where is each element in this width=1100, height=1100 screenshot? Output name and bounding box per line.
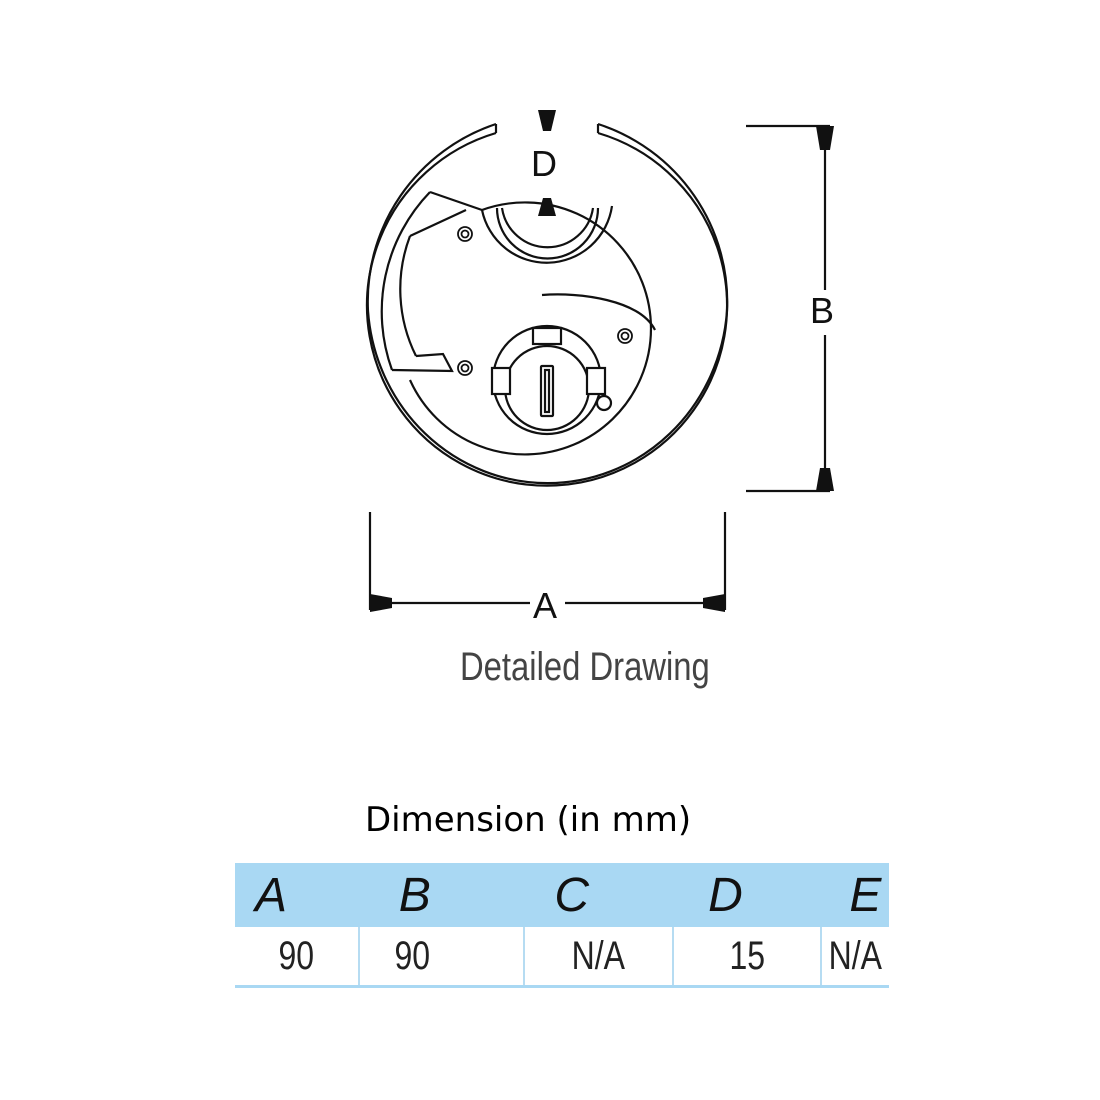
table-row: 90 90 N/A 15 N/A bbox=[235, 927, 889, 988]
header-d: D bbox=[673, 863, 822, 927]
value-d: 15 bbox=[672, 927, 822, 988]
value-c-text: N/A bbox=[572, 933, 626, 978]
outer-body bbox=[365, 122, 729, 487]
header-c: C bbox=[524, 863, 674, 927]
dimension-d bbox=[538, 110, 556, 216]
value-b-text: 90 bbox=[394, 933, 430, 978]
table-header-row: A B C D E bbox=[235, 863, 889, 927]
value-e: N/A bbox=[820, 927, 889, 988]
value-a: 90 bbox=[235, 927, 359, 988]
header-b: B bbox=[358, 863, 525, 927]
drawing-caption: Detailed Drawing bbox=[460, 645, 710, 689]
shackle bbox=[480, 205, 656, 331]
value-e-text: N/A bbox=[828, 933, 883, 978]
dimension-label-d: D bbox=[531, 143, 557, 184]
dimension-b bbox=[746, 124, 834, 493]
value-d-text: 15 bbox=[729, 933, 766, 978]
header-e: E bbox=[821, 863, 889, 927]
dimension-label-a: A bbox=[533, 585, 558, 626]
inner-plate bbox=[380, 190, 653, 456]
screws bbox=[457, 226, 633, 376]
lock-technical-drawing bbox=[365, 110, 834, 612]
value-c: N/A bbox=[523, 927, 674, 988]
dimension-label-b: B bbox=[810, 290, 835, 331]
value-a-text: 90 bbox=[278, 933, 315, 978]
header-a: A bbox=[235, 863, 359, 927]
value-b: 90 bbox=[357, 927, 525, 988]
dimension-table: A B C D E 90 90 N/A 15 N/A bbox=[235, 863, 889, 988]
key-cylinder bbox=[490, 324, 613, 436]
dimension-table-title: Dimension (in mm) bbox=[365, 800, 692, 840]
dimension-a bbox=[368, 512, 727, 612]
